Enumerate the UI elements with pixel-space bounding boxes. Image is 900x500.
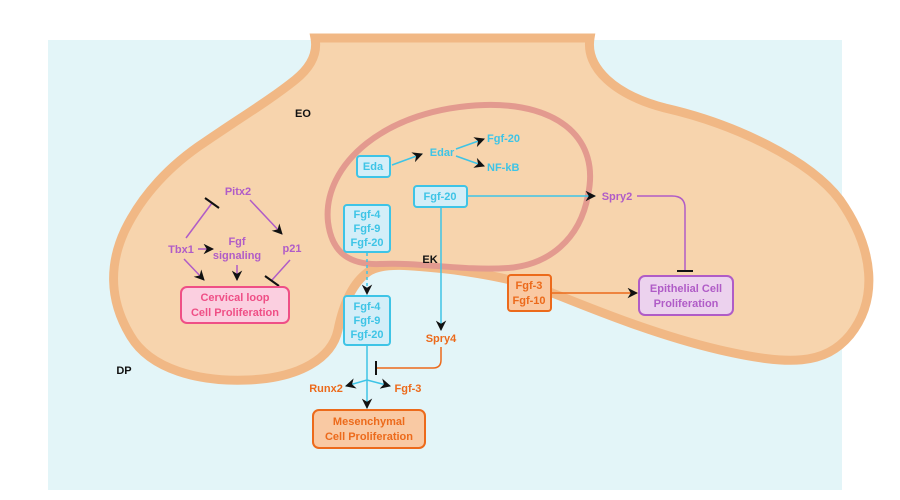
- fgf20-label: Fgf-20: [424, 191, 457, 203]
- epithelial-outcome-line-1: Epithelial Cell: [650, 283, 722, 295]
- spry2-inhibits-epithelial: [637, 195, 686, 270]
- p21-inhibitor-bar: [264, 275, 280, 287]
- region-label-eo: EO: [295, 108, 311, 120]
- edar-target-nfkb: NF-kB: [487, 162, 519, 174]
- fgf3-fgf10-box: [507, 274, 552, 312]
- edar-to-nfkb-arrow: [455, 155, 485, 168]
- fgf3-fgf10-line-1: Fgf-3: [516, 280, 543, 292]
- lower-fgf-line-1: Fgf-4: [354, 301, 382, 313]
- fgf-signaling-label-2: signaling: [213, 250, 261, 262]
- p21-label: p21: [283, 243, 302, 255]
- lower-fgf-line-3: Fgf-20: [351, 329, 384, 341]
- lower-fgf-line-2: Fgf-9: [354, 315, 381, 327]
- fgf-signaling-label-1: Fgf: [228, 236, 245, 248]
- pitx2-label: Pitx2: [225, 186, 251, 198]
- spry4-label: Spry4: [426, 333, 457, 345]
- stem-to-fgf3-arrow: [366, 378, 392, 389]
- upper-fgf-line-3: Fgf-20: [351, 237, 384, 249]
- p21-inhibits-cervical: [271, 259, 291, 281]
- region-label-dp: DP: [116, 365, 131, 377]
- spry2-label: Spry2: [602, 191, 633, 203]
- edar-label: Edar: [430, 147, 455, 159]
- pitx2-inhibitor-bar: [204, 197, 220, 209]
- eda-label: Eda: [363, 161, 384, 173]
- epithelial-proliferation-box: [638, 275, 734, 316]
- runx2-label: Runx2: [309, 383, 343, 395]
- epithelial-outcome-line-2: Proliferation: [654, 298, 719, 310]
- pitx2-to-p21-arrow: [249, 199, 283, 235]
- tbx1-label: Tbx1: [168, 244, 194, 256]
- edar-target-fgf20: Fgf-20: [487, 133, 520, 145]
- cervical-loop-outcome-line-1: Cervical loop: [200, 292, 269, 304]
- edar-to-fgf20-arrow: [455, 137, 485, 150]
- eda-to-edar-arrow: [391, 152, 423, 166]
- upper-fgf-line-2: Fgf-9: [354, 223, 381, 235]
- pitx2-inhibits-tbx1: [185, 202, 213, 239]
- cervical-loop-outcome-line-2: Cell Proliferation: [191, 307, 279, 319]
- tbx1-to-cervical-arrow: [183, 258, 205, 281]
- fgf3-fgf10-line-2: Fgf-10: [513, 295, 546, 307]
- upper-fgf-box: [343, 204, 391, 253]
- mesenchyme-fgf3-label: Fgf-3: [395, 383, 422, 395]
- stem-to-runx2-arrow: [344, 378, 368, 389]
- cervical-loop-proliferation-box: [180, 286, 290, 324]
- upper-fgf-line-1: Fgf-4: [354, 209, 382, 221]
- eda-box: [356, 155, 391, 178]
- mesenchymal-outcome-line-1: Mesenchymal: [333, 416, 405, 428]
- mesenchymal-outcome-line-2: Cell Proliferation: [325, 431, 413, 443]
- mesenchymal-proliferation-box: [312, 409, 426, 449]
- region-label-ek: EK: [422, 254, 437, 266]
- spry4-inhibits-signaling: [377, 347, 442, 369]
